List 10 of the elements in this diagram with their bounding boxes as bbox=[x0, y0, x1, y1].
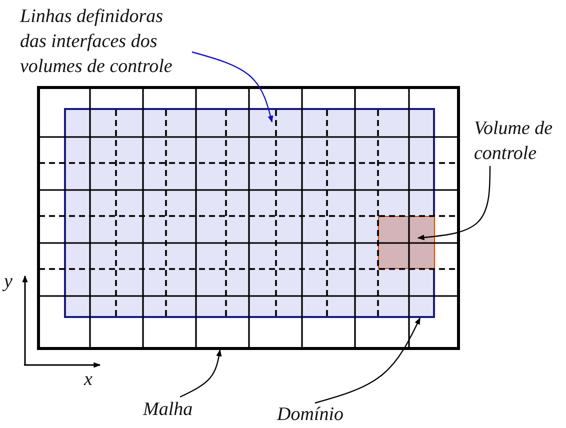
callout-text: Volume de controle bbox=[474, 117, 554, 166]
leader-line bbox=[180, 349, 222, 398]
leader-line bbox=[417, 166, 491, 240]
callout-text: Linhas definidoras das interfaces dos volumes de controle bbox=[20, 5, 174, 79]
leader-line bbox=[192, 51, 274, 123]
leader-line bbox=[314, 317, 421, 404]
callout-text: Domínio bbox=[277, 403, 344, 427]
callout-text: Malha bbox=[143, 398, 194, 422]
axis-label: x bbox=[84, 370, 92, 390]
axis-label: y bbox=[4, 272, 12, 292]
